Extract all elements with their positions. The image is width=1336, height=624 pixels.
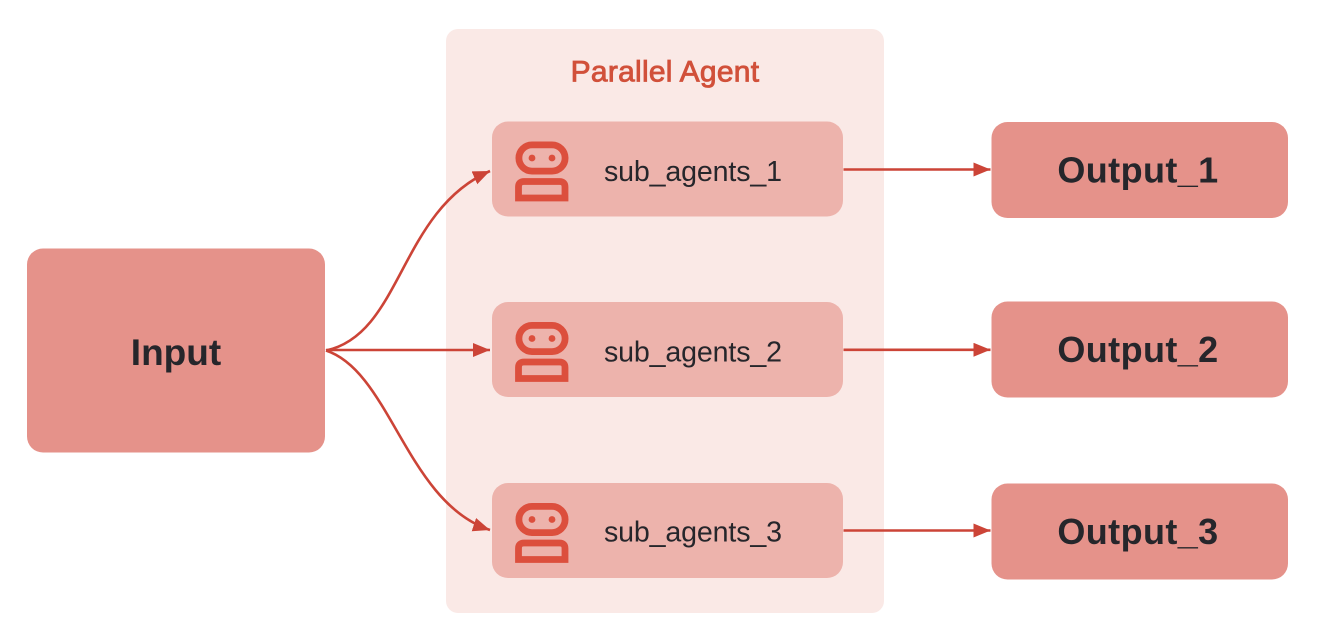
svg-text:sub_agents_2: sub_agents_2	[604, 337, 782, 369]
svg-text:sub_agents_3: sub_agents_3	[604, 517, 782, 549]
svg-text:sub_agents_1: sub_agents_1	[604, 156, 782, 188]
svg-text:Output_1: Output_1	[1057, 150, 1218, 191]
svg-text:Output_2: Output_2	[1057, 329, 1218, 370]
svg-text:Input: Input	[131, 332, 221, 373]
svg-text:Output_3: Output_3	[1057, 511, 1218, 552]
svg-text:Parallel Agent: Parallel Agent	[571, 56, 760, 89]
